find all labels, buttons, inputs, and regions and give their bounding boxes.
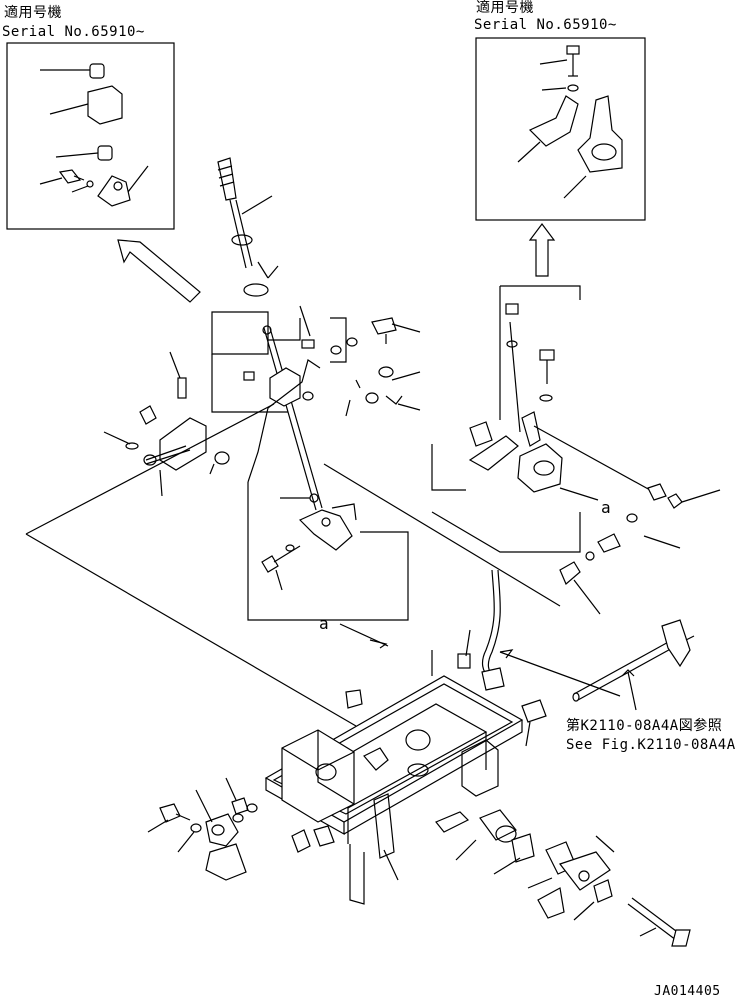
housing [264, 650, 547, 905]
view-marker-a-right: a [601, 498, 612, 517]
inset-left-applicable-label: 適用号機 [4, 5, 62, 21]
lever-assembly-upper [211, 157, 421, 621]
inset-left-box [6, 42, 175, 230]
reference-note-jp: 第K2110-08A4A図参照 [566, 718, 723, 734]
cable [457, 569, 505, 691]
arrow-to-inset-right [528, 223, 556, 277]
linkage-lines [25, 403, 561, 727]
shift-rod-right [499, 619, 695, 711]
arrow-to-inset-left [117, 239, 201, 303]
lever-assembly-right [431, 285, 721, 615]
inset-right-applicable-label: 適用号機 [476, 0, 534, 16]
lever-lower-left [147, 777, 258, 881]
drawing-id: JA014405 [654, 984, 721, 999]
reference-note-en: See Fig.K2110-08A4A [566, 737, 736, 753]
lower-right-parts [383, 721, 691, 947]
pivot-assembly-left [103, 351, 230, 497]
inset-left-serial-label: Serial No.65910~ [2, 24, 145, 40]
view-marker-a-lower: a [319, 614, 330, 633]
inset-right-serial-label: Serial No.65910~ [474, 17, 617, 33]
inset-right-box [475, 37, 646, 221]
